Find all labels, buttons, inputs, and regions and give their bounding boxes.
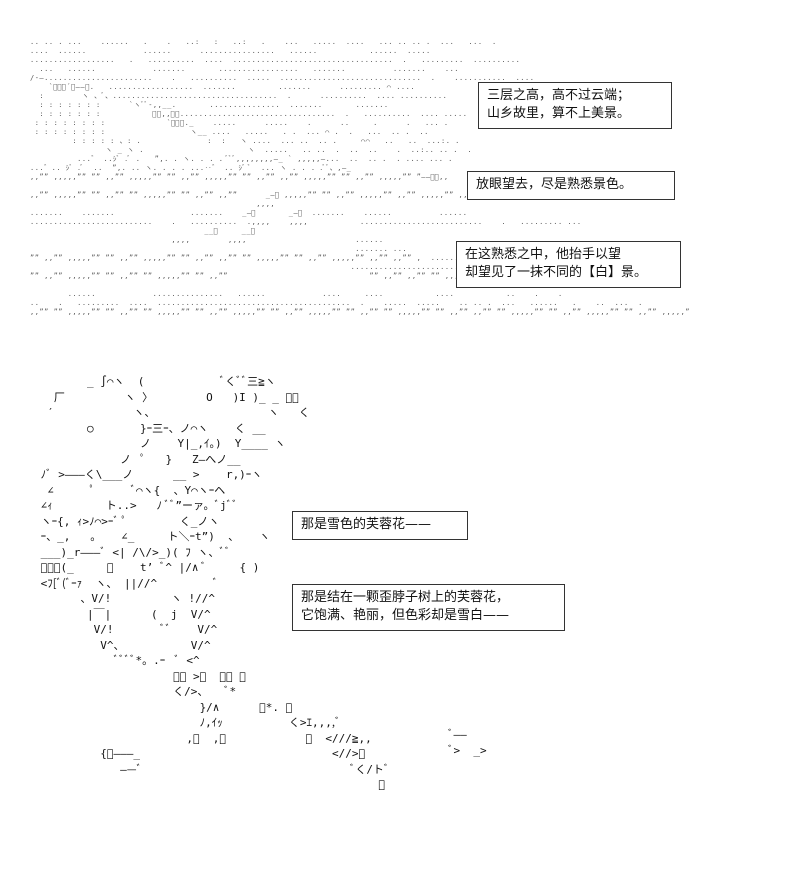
caption-1-line-1: 三层之高，高不过云端； <box>487 88 631 103</box>
caption-5-line-1: 那是结在一颗歪脖子树上的芙蓉花， <box>301 590 510 605</box>
landscape-ascii-art: .. .. . ... ...... . . ..: : ..: . ... .… <box>30 38 691 316</box>
caption-3-line-2: 却望见了一抹不同的【白】景。 <box>465 265 648 280</box>
caption-box-5: 那是结在一颗歪脖子树上的芙蓉花， 它饱满、艳丽，但色彩却是雪白—— <box>292 584 565 631</box>
caption-4-line-1: 那是雪色的芙蓉花—— <box>301 517 432 532</box>
caption-box-3: 在这熟悉之中，他抬手以望 却望见了一抹不同的【白】景。 <box>456 241 681 288</box>
caption-2-line-1: 放眼望去，尽是熟悉景色。 <box>476 177 633 192</box>
caption-1-line-2: 山乡故里，算不上美景。 <box>487 106 631 121</box>
small-mark-ascii-art: ﾞ—— ﾞ> _> <box>448 728 487 757</box>
caption-box-2: 放眼望去，尽是熟悉景色。 <box>467 171 675 200</box>
caption-3-line-1: 在这熟悉之中，他抬手以望 <box>465 247 622 262</box>
figure-ascii-art: _ ∫⌒ヽ ( ﾞくﾞﾞ三≧ヽ 厂 ヽ 〉 O )I )_ _ ﾞ、 ′ ヽ、 … <box>34 375 390 791</box>
caption-box-4: 那是雪色的芙蓉花—— <box>292 511 468 540</box>
caption-5-line-2: 它饱满、艳丽，但色彩却是雪白—— <box>301 608 510 623</box>
caption-box-1: 三层之高，高不过云端； 山乡故里，算不上美景。 <box>478 82 672 129</box>
